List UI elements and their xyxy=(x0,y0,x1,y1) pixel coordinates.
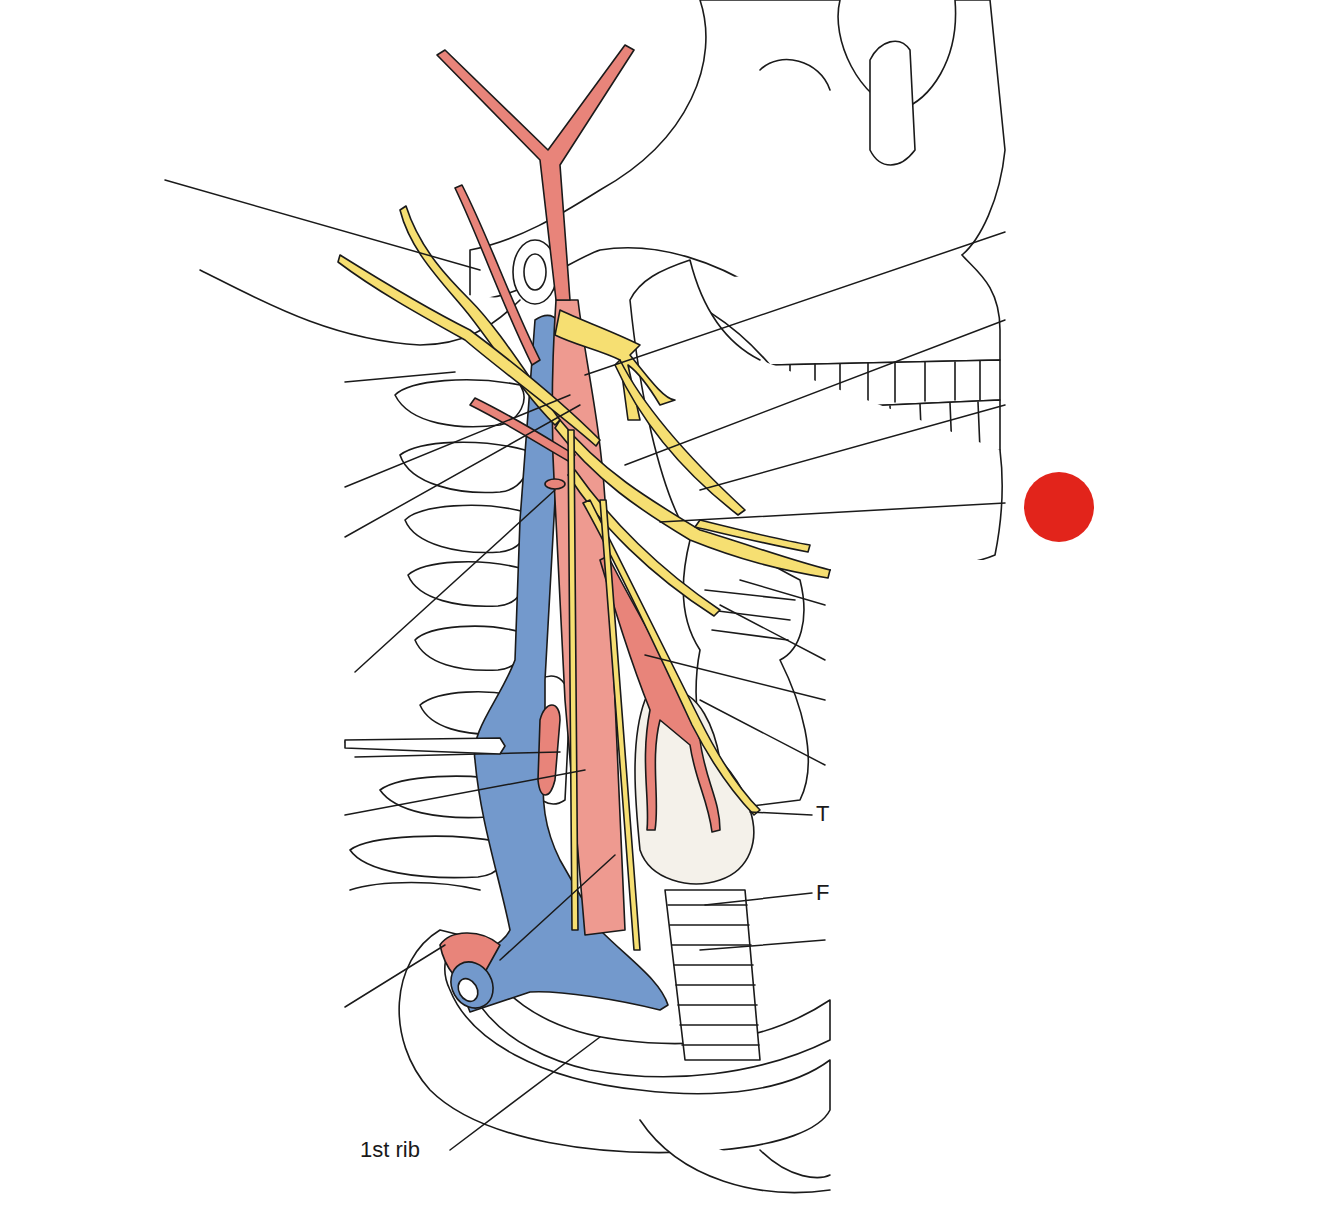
forceps-pointer xyxy=(345,738,505,754)
red-marker-dot xyxy=(1024,472,1094,542)
nerves xyxy=(338,206,830,950)
inferior-thyroid-artery xyxy=(538,705,560,795)
part-label: 1st rib xyxy=(359,1139,421,1161)
external-carotid-artery xyxy=(437,45,634,300)
part-label: F xyxy=(815,882,830,904)
part-label: T xyxy=(815,803,830,825)
crop-mask xyxy=(831,560,1334,1219)
subclavian-vein xyxy=(443,954,502,1016)
